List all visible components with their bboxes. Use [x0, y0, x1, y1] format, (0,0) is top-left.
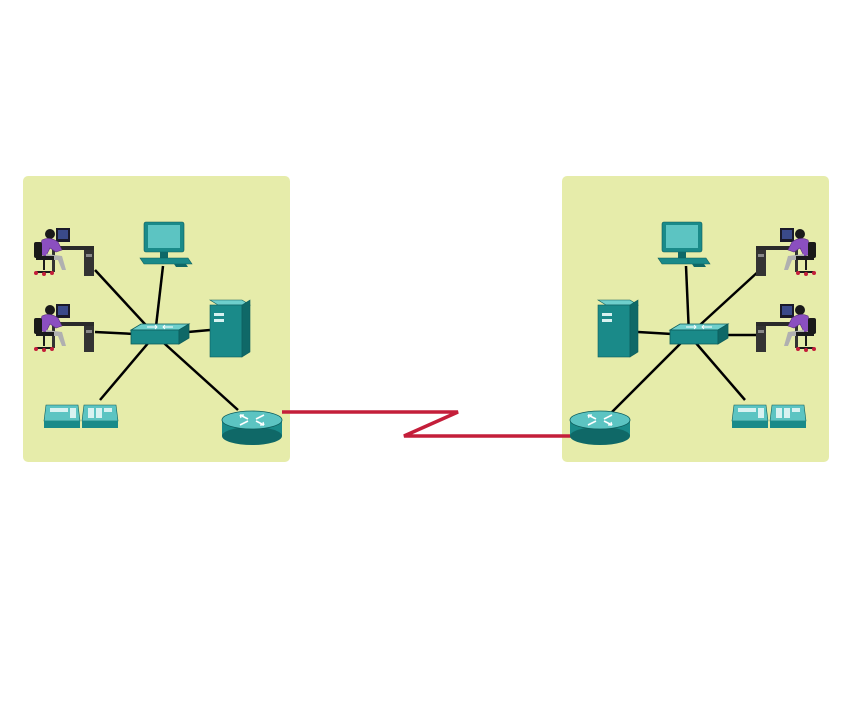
link-left-pc	[153, 265, 165, 336]
server-icon	[209, 299, 251, 358]
wan-serial-link	[282, 410, 575, 438]
link-right-phone	[688, 334, 746, 401]
desktop-pc-icon	[657, 221, 711, 268]
link-right-router	[611, 334, 690, 413]
desktop-pc-icon	[139, 221, 193, 268]
server-icon	[597, 299, 639, 358]
link-left-phone	[99, 334, 156, 401]
link-right-pc	[684, 265, 691, 336]
switch-icon	[130, 323, 190, 345]
router-icon	[221, 410, 283, 446]
link-left-router	[154, 334, 239, 411]
switch-icon	[669, 323, 729, 345]
router-icon	[569, 410, 631, 446]
